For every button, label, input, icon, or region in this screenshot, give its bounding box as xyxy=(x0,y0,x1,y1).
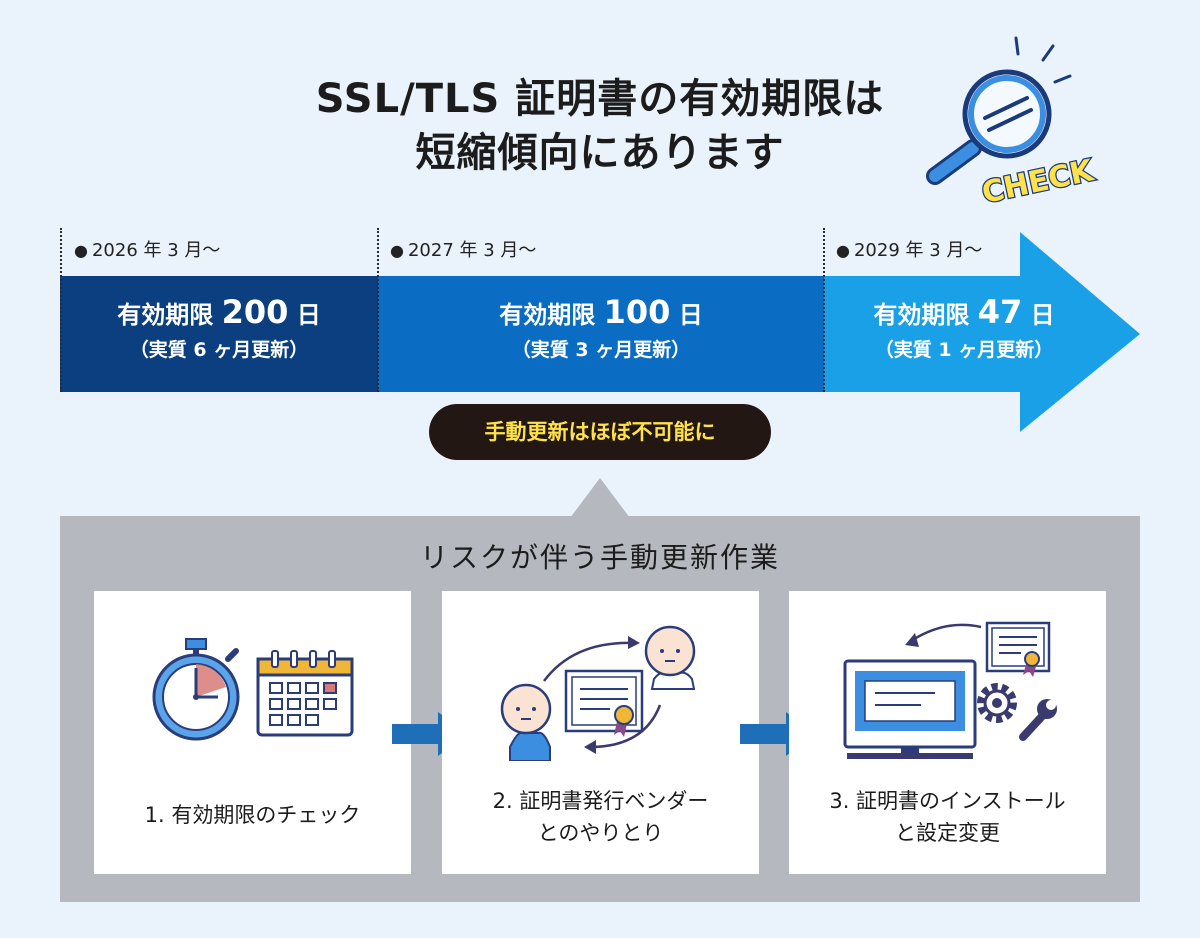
magnifier-icon: CHECK xyxy=(926,36,1100,205)
date-label-1: ●2026 年 3 月～ xyxy=(74,240,221,261)
step-card-3: 3. 証明書のインストール と設定変更 xyxy=(789,591,1106,874)
certificate-icon xyxy=(985,621,1051,677)
step-card-1: 1. 有効期限のチェック xyxy=(94,591,411,874)
vendor-exchange-icons xyxy=(500,625,696,761)
manual-renewal-callout: 手動更新はほぼ不可能に xyxy=(429,404,771,460)
page-title: SSL/TLS 証明書の有効期限は 短縮傾向にあります xyxy=(200,72,1000,180)
stopwatch-calendar-icons xyxy=(152,638,354,741)
person-icon xyxy=(644,625,696,690)
timeline-divider xyxy=(377,228,379,392)
timeline-divider xyxy=(823,228,825,392)
title-line-1: SSL/TLS 証明書の有効期限は xyxy=(315,76,885,122)
calendar-icon xyxy=(256,650,354,737)
timeline-divider xyxy=(60,228,62,392)
stopwatch-icon xyxy=(152,638,240,741)
check-label: CHECK xyxy=(979,153,1098,205)
risk-title: リスクが伴う手動更新作業 xyxy=(419,541,780,574)
step-1-label: 1. 有効期限のチェック xyxy=(144,803,361,827)
validity-200-days: 有効期限 200 日 （実質 6 ヶ月更新） xyxy=(117,293,321,361)
step-2-label: 2. 証明書発行ベンダー とのやりとり xyxy=(492,789,709,845)
date-label-3: ●2029 年 3 月～ xyxy=(836,240,983,261)
monitor-icon xyxy=(843,659,977,759)
gear-icon xyxy=(977,683,1017,723)
person-icon xyxy=(500,683,552,761)
timeline-arrow xyxy=(60,232,1140,432)
wrench-icon xyxy=(1019,699,1057,741)
certificate-icon xyxy=(564,669,644,737)
title-line-2: 短縮傾向にあります xyxy=(415,130,785,176)
step-card-2: 2. 証明書発行ベンダー とのやりとり xyxy=(442,591,759,874)
step-3-label: 3. 証明書のインストール と設定変更 xyxy=(829,789,1066,845)
validity-100-days: 有効期限 100 日 （実質 3 ヶ月更新） xyxy=(499,293,703,361)
validity-47-days: 有効期限 47 日 （実質 1 ヶ月更新） xyxy=(873,293,1055,361)
install-config-icons xyxy=(843,621,1057,759)
date-label-2: ●2027 年 3 月～ xyxy=(390,240,537,261)
